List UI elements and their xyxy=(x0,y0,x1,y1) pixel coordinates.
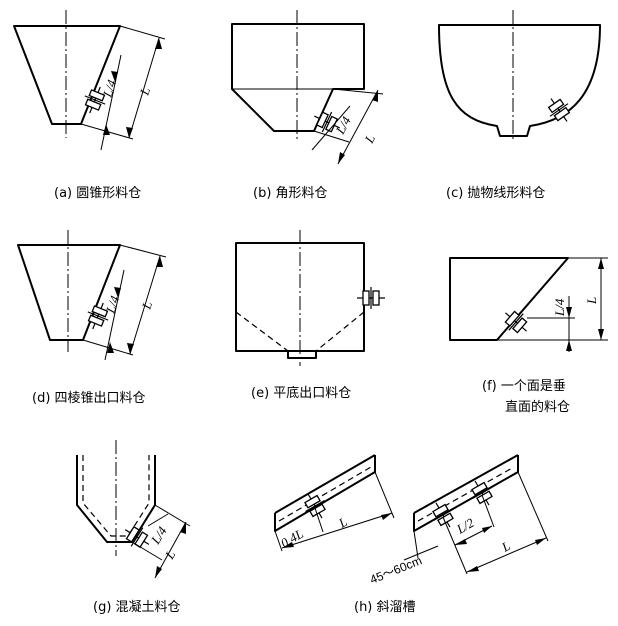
arrow-icon xyxy=(126,127,133,138)
arrow-icon xyxy=(455,539,467,545)
dim-label-L4: L/4 xyxy=(147,524,170,548)
extension-line xyxy=(131,541,163,561)
dim-label-L: L xyxy=(498,538,513,555)
arrow-icon xyxy=(566,307,572,318)
extension-line xyxy=(374,471,395,519)
dead-zone-dashed-line xyxy=(315,311,365,352)
arrow-icon xyxy=(535,538,546,545)
caption-h: (h) 斜溜槽 xyxy=(354,600,416,615)
caption-e: (e) 平底出口料仓 xyxy=(251,385,351,401)
vibrator-icon xyxy=(356,286,386,310)
dimension-line-L xyxy=(466,537,547,573)
extension-line xyxy=(517,471,549,542)
arrow-icon xyxy=(107,342,114,353)
extension-line xyxy=(274,530,283,552)
dimension-line-L4 xyxy=(104,269,125,361)
chute-outline xyxy=(274,455,376,532)
bin-outline xyxy=(438,24,601,137)
dimension-line-L xyxy=(128,37,160,139)
extension-line xyxy=(332,88,384,95)
bin-outline xyxy=(76,455,156,543)
bin-edge-line xyxy=(82,244,121,341)
dimension-line-L4 xyxy=(311,105,351,151)
arrow-icon xyxy=(111,71,118,82)
extension-line xyxy=(481,494,495,528)
dimension-line-L4 xyxy=(100,54,122,151)
dim-label-0.4L: 0.4L xyxy=(278,526,306,551)
dim-label-L4: L/4 xyxy=(552,298,567,317)
panel-e-flat-bottom-bin xyxy=(235,230,386,366)
bin-outline xyxy=(13,25,121,125)
arrow-icon xyxy=(114,287,121,298)
dimension-line-L xyxy=(129,255,161,355)
liner-dashed-line xyxy=(82,455,150,537)
dim-label-L2: L/2 xyxy=(453,515,477,537)
dim-label-L: L xyxy=(335,514,350,531)
outlet-spout xyxy=(287,350,317,359)
arrow-icon xyxy=(467,566,479,572)
bin-outline xyxy=(231,23,365,132)
dim-label-L4: L/4 xyxy=(99,77,119,100)
arrow-icon xyxy=(282,542,294,548)
arrow-icon xyxy=(155,566,162,578)
dimension-line-L4 xyxy=(147,513,169,527)
arrow-icon xyxy=(482,526,492,533)
caption-b: (b) 角形料仓 xyxy=(253,186,328,201)
dim-label-L: L xyxy=(161,548,178,563)
extension-line xyxy=(154,504,191,527)
panel-g-concrete-bin: L/4 L xyxy=(76,440,191,579)
arrow-icon xyxy=(127,343,134,354)
chute-edge-line xyxy=(413,454,519,514)
chute-edge-line xyxy=(274,454,376,514)
panel-b-angular-bin: L/4 L xyxy=(231,10,384,165)
caption-f-line1: (f) 一个面是垂 xyxy=(482,379,566,394)
arrow-icon xyxy=(156,256,163,267)
caption-a: (a) 圆锥形料仓 xyxy=(54,186,141,201)
dim-label-L: L xyxy=(584,297,599,305)
caption-c: (c) 抛物线形料仓 xyxy=(446,186,545,201)
extension-line xyxy=(442,516,468,575)
arrow-icon xyxy=(566,340,572,351)
vibrator-icon xyxy=(497,303,535,341)
panel-h-inclined-chutes: 0.4L L L/2 L 45～60cm xyxy=(274,454,549,587)
dimension-line-range xyxy=(403,545,439,561)
dimension-line-L xyxy=(337,89,379,165)
panel-d-pyramidal-bin: L/4 L xyxy=(17,230,167,361)
extension-line xyxy=(313,130,350,143)
chute-outline xyxy=(413,455,519,532)
caption-g: (g) 混凝土料仓 xyxy=(93,599,181,615)
dim-label-45-60cm: 45～60cm xyxy=(368,553,424,586)
panel-c-parabolic-bin xyxy=(438,10,601,140)
chute-liner-dashed-line xyxy=(417,466,515,522)
extension-line xyxy=(413,530,419,559)
arrow-icon xyxy=(372,90,378,102)
dim-label-L: L xyxy=(138,299,155,311)
panel-a-conical-bin: L/4 L xyxy=(13,10,166,151)
arrow-icon xyxy=(381,513,392,520)
bin-outline xyxy=(449,257,569,341)
dim-label-L: L xyxy=(361,132,378,146)
dimension-line xyxy=(281,512,393,549)
arrow-icon xyxy=(338,152,345,164)
arrow-icon xyxy=(155,38,162,49)
arrow-icon xyxy=(598,258,604,269)
arrow-icon xyxy=(103,124,110,135)
dim-label-L4: L/4 xyxy=(102,293,122,316)
arrow-icon xyxy=(598,329,604,340)
extension-line xyxy=(119,25,166,40)
bin-outline xyxy=(17,244,121,341)
dead-zone-dashed-line xyxy=(235,311,289,352)
extension-line xyxy=(314,507,324,533)
panel-f-vertical-face-bin: L/4 L xyxy=(449,257,608,352)
caption-d: (d) 四棱锥出口料仓 xyxy=(32,390,146,406)
dim-label-L4: L/4 xyxy=(332,114,354,138)
arrow-icon xyxy=(180,522,186,534)
chute-liner-dashed-line xyxy=(278,466,372,522)
caption-f-line2: 直面的料仓 xyxy=(505,399,570,415)
extension-line xyxy=(119,244,167,258)
